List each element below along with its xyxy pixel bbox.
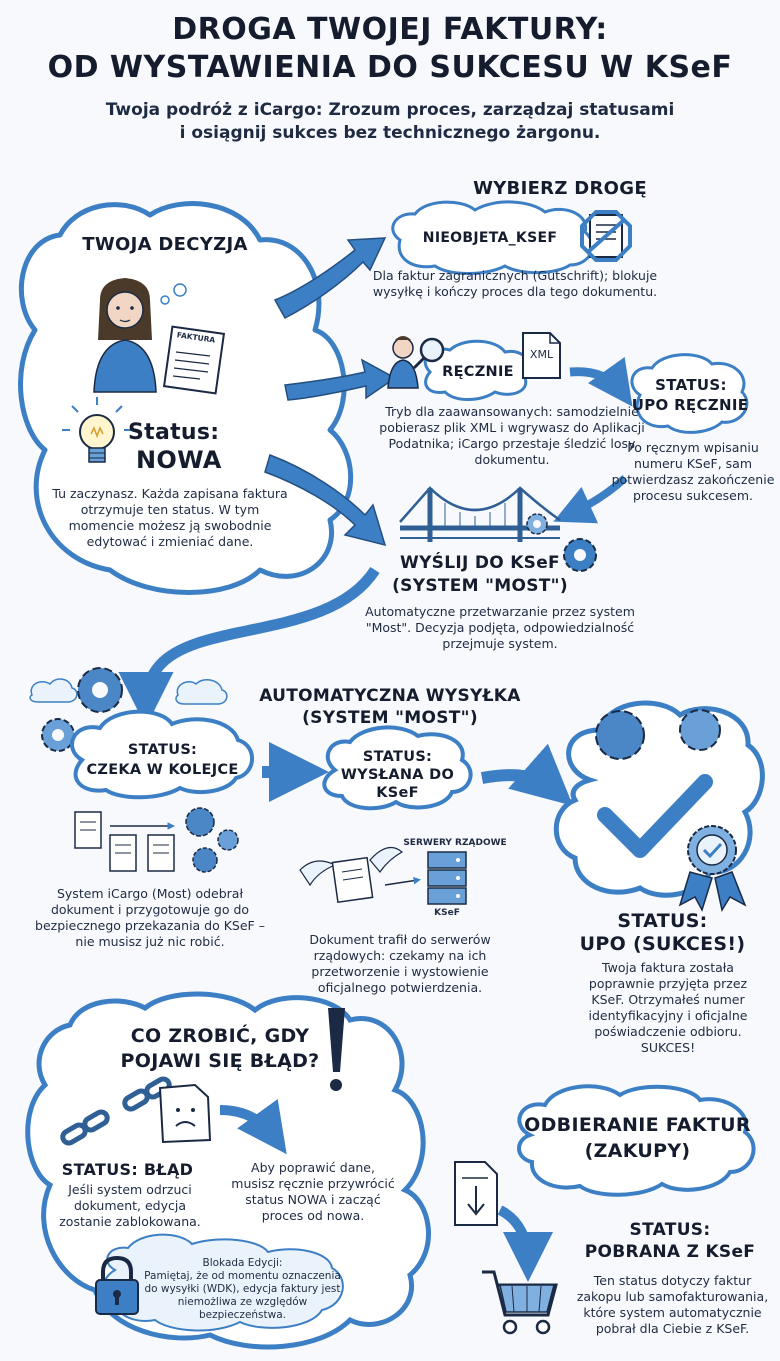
automatic-heading: AUTOMATYCZNA WYSYŁKA xyxy=(259,686,521,706)
arrow-to-nieobjeta xyxy=(273,237,387,320)
xml-file-icon xyxy=(522,332,561,379)
checkmark-icon xyxy=(597,774,713,858)
send-description: Automatyczne przetwarzanie przez system … xyxy=(365,604,635,651)
decision-description: Tu zaczynasz. Każda zapisana faktura otr… xyxy=(52,486,288,549)
page-title-line2: OD WYSTAWIENIA DO SUKCESU W KSeF xyxy=(47,50,733,85)
upo-manual-cloud xyxy=(630,353,749,434)
shopping-cart-icon xyxy=(482,1270,558,1335)
page-title: DROGA TWOJEJ FAKTURY: xyxy=(172,12,608,47)
gear-icon xyxy=(526,513,597,572)
xml-file-label: XML xyxy=(529,348,554,361)
send-label: WYŚLIJ DO KSeF xyxy=(400,553,560,573)
manual-description: Tryb dla zaawansowanych: samodzielnie po… xyxy=(379,404,645,467)
purchases-heading-line2: (ZAKUPY) xyxy=(584,1140,691,1162)
award-badge-icon xyxy=(678,825,747,912)
purchases-heading: ODBIERANIE FAKTUR xyxy=(524,1114,751,1136)
lightbulb-icon xyxy=(62,397,132,463)
choose-path-heading: WYBIERZ DROGĘ xyxy=(473,178,647,199)
servers-label: SERWERY RZĄDOWE xyxy=(403,838,507,848)
page-subtitle: Twoja podróż z iCargo: Zrozum proces, za… xyxy=(105,100,675,120)
lock-title: Blokada Edycji: xyxy=(202,1257,283,1269)
arrow-error-to-fix xyxy=(219,1099,287,1155)
decision-status-value: NOWA xyxy=(136,446,222,474)
sent-description: Dokument trafił do serwerów rządowych: c… xyxy=(309,932,491,995)
purchases-status-value: POBRANA Z KSeF xyxy=(584,1242,756,1262)
exclamation-icon xyxy=(328,1008,345,1091)
error-heading: CO ZROBIĆ, GDY xyxy=(130,1025,310,1047)
person-magnifier-icon xyxy=(387,336,445,389)
queue-description: System iCargo (Most) odebrał dokument i … xyxy=(35,886,265,949)
arrow-to-cart xyxy=(497,1205,553,1282)
arrow-to-upo-manual xyxy=(569,356,633,407)
invoice-document-icon xyxy=(162,325,226,395)
server-caption: KSeF xyxy=(434,908,460,918)
documents-processing-icon xyxy=(74,807,239,873)
sent-cloud xyxy=(322,725,473,811)
arrow-upo-manual-to-send xyxy=(553,475,628,524)
flying-document-icon xyxy=(299,846,421,904)
decision-heading: TWOJA DECYZJA xyxy=(82,234,248,255)
lock-text: Pamiętaj, że od momentu oznaczenia do wy… xyxy=(144,1270,341,1321)
error-description: Jeśli system odrzuci dokument, edycja zo… xyxy=(59,1182,201,1229)
nieobjeta-label: NIEOBJETA_KSEF xyxy=(422,230,558,246)
error-heading-line2: POJAWI SIĘ BŁĄD? xyxy=(120,1050,320,1072)
nieobjeta-description: Dla faktur zagranicznych (Gutschrift); b… xyxy=(372,268,658,299)
purchases-description: Ten status dotyczy faktur zakopu lub sam… xyxy=(576,1273,769,1336)
arrow-to-send xyxy=(264,454,387,547)
purchases-cloud xyxy=(517,1084,756,1197)
page-subtitle-line2: i osiągnij sukces bez technicznego żargo… xyxy=(179,123,601,143)
success-description: Twoja faktura została poprawnie przyjęta… xyxy=(588,960,748,1055)
upo-manual-label-line2: UPO RĘCZNIE xyxy=(631,396,749,414)
success-cloud xyxy=(553,700,765,898)
queue-cloud xyxy=(70,709,254,800)
gears-left-icon xyxy=(29,667,228,752)
arrow-sent-to-success xyxy=(480,743,574,806)
success-gears-icon xyxy=(595,709,721,760)
decision-status-label: Status: xyxy=(128,420,220,445)
queue-status-value: CZEKA W KOLEJCE xyxy=(86,762,239,778)
queue-status-label: STATUS: xyxy=(127,742,198,758)
bridge-icon xyxy=(399,486,561,542)
upo-manual-description: Po ręcznym wpisaniu numeru KSeF, sam pot… xyxy=(611,440,775,503)
sent-status-value: WYSŁANA DO xyxy=(340,767,455,783)
sent-status-value-line2: KSeF xyxy=(376,785,419,801)
success-status-label: STATUS: xyxy=(617,910,708,932)
send-label-line2: (SYSTEM "MOST") xyxy=(392,576,568,596)
download-document-icon xyxy=(454,1161,498,1226)
automatic-heading-line2: (SYSTEM "MOST") xyxy=(302,708,478,728)
server-icon xyxy=(427,851,467,905)
blocked-document-icon xyxy=(580,210,632,262)
upo-manual-label: STATUS: xyxy=(655,376,727,394)
lock-icon xyxy=(95,1255,139,1315)
lock-cloud xyxy=(103,1233,344,1332)
nieobjeta-cloud xyxy=(391,200,594,275)
sad-document-icon xyxy=(158,1083,212,1144)
sent-status-label: STATUS: xyxy=(362,749,433,765)
success-status-value: UPO (SUKCES!) xyxy=(579,933,746,955)
arrow-send-to-queue xyxy=(118,566,380,727)
error-status-label: STATUS: BŁĄD xyxy=(61,1160,194,1179)
manual-label: RĘCZNIE xyxy=(442,364,514,380)
error-fix-text: Aby poprawić dane, musisz ręcznie przywr… xyxy=(231,1160,395,1223)
purchases-status-label: STATUS: xyxy=(629,1220,711,1240)
woman-icon xyxy=(93,278,187,393)
